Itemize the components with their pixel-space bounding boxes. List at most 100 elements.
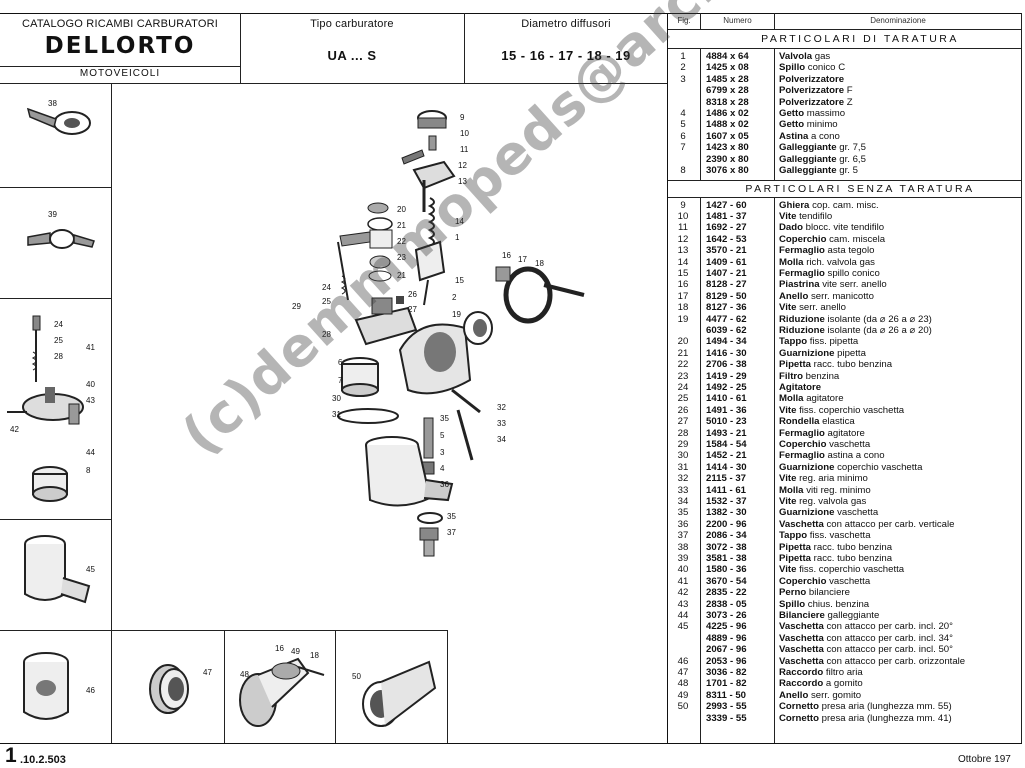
row-description: Coperchio cam. miscela: [779, 233, 886, 245]
row-description: Pipetta racc. tubo benzina: [779, 359, 893, 371]
row-fig: 22: [677, 359, 689, 371]
row-description: Anello serr. gomito: [779, 689, 862, 701]
row-number: 1409 - 61: [706, 256, 747, 268]
callout-47: 47: [203, 668, 212, 677]
row-description: Coperchio vaschetta: [779, 438, 871, 450]
row-fig: 21: [677, 347, 689, 359]
row-fig: 1: [680, 51, 686, 62]
callout-36: 36: [440, 480, 449, 489]
row-number: 1410 - 61: [706, 393, 747, 405]
callout-31: 31: [332, 410, 341, 419]
row-number: 1607 x 05: [706, 130, 749, 142]
callout-37: 37: [447, 528, 456, 537]
row-number: 1493 - 21: [706, 427, 747, 439]
row-description: Tappo fiss. vaschetta: [779, 530, 871, 542]
callout-17: 17: [518, 255, 527, 264]
callout-21: 21: [397, 221, 406, 230]
row-description: Piastrina vite serr. anello: [779, 279, 887, 291]
row-number: 8127 - 36: [706, 302, 747, 314]
row-fig: 15: [677, 267, 689, 279]
row-fig: 49: [677, 689, 689, 701]
row-description: Riduzione isolante (da ⌀ 26 a ⌀ 23): [779, 313, 932, 325]
row-fig: 41: [677, 575, 689, 587]
row-number: 1416 - 30: [706, 347, 747, 359]
row-number: 3076 x 80: [706, 165, 749, 176]
callout-26: 26: [408, 290, 417, 299]
row-fig: 26: [677, 404, 689, 416]
row-fig: 28: [677, 427, 689, 439]
row-number: 1382 - 30: [706, 507, 747, 519]
row-description: Vite fiss. coperchio vaschetta: [779, 404, 905, 416]
row-description: Getto minimo: [779, 119, 838, 131]
row-description: Coperchio vaschetta: [779, 575, 871, 587]
air-intake-horn-50-drawing: [362, 660, 437, 727]
row-description: Bilanciere galleggiante: [779, 609, 880, 621]
callout-4: 4: [440, 464, 445, 473]
row-number: 1692 - 27: [706, 222, 747, 234]
table-row: 5 1488 x 02 Getto minimo: [669, 119, 1021, 130]
row-number: 4889 - 96: [706, 632, 747, 644]
row-description: Filtro benzina: [779, 370, 840, 382]
row-number: 6799 x 28: [706, 85, 749, 97]
row-fig: 30: [677, 450, 689, 462]
callout-38: 38: [48, 99, 57, 108]
callout-40: 40: [86, 380, 95, 389]
row-description: Vite fiss. coperchio vaschetta: [779, 564, 905, 576]
row-number: 1425 x 08: [706, 62, 749, 74]
date-label: Ottobre 197: [958, 754, 1011, 765]
row-number: 1411 - 61: [706, 484, 747, 496]
row-number: 3072 - 38: [706, 541, 747, 553]
row-number: 2390 x 80: [706, 153, 749, 165]
row-fig: 5: [680, 119, 686, 131]
table-row: 6799 x 28 Polverizzatore F: [669, 85, 1021, 96]
callout-43: 43: [86, 396, 95, 405]
callout-25: 25: [54, 336, 63, 345]
row-fig: 11: [678, 222, 688, 234]
callout-28-main: 28: [322, 330, 331, 339]
callout-21b: 21: [397, 271, 406, 280]
row-number: 6039 - 62: [706, 324, 747, 336]
row-description: Pipetta racc. tubo benzina: [779, 552, 893, 564]
row-fig: 7: [680, 142, 686, 154]
row-number: 1419 - 29: [706, 370, 747, 382]
row-description: Spillo conico C: [779, 62, 846, 74]
row-fig: 19: [677, 313, 689, 325]
callout-29: 29: [292, 302, 301, 311]
callout-25-main: 25: [322, 297, 331, 306]
callout-3: 3: [440, 448, 445, 457]
row-number: 3073 - 26: [706, 609, 747, 621]
row-number: 1488 x 02: [706, 119, 749, 131]
row-description: Vaschetta con attacco per carb. orizzont…: [779, 655, 966, 667]
row-number: 1532 - 37: [706, 495, 747, 507]
col-fig-header: Fig.: [677, 16, 691, 25]
callout-6: 6: [338, 358, 343, 367]
row-description: Tappo fiss. pipetta: [779, 336, 859, 348]
callout-16: 16: [502, 251, 511, 260]
row-fig: 38: [677, 541, 689, 553]
row-number: 8129 - 50: [706, 290, 747, 302]
row-description: Guarnizione vaschetta: [779, 507, 879, 519]
row-fig: 46: [677, 655, 689, 667]
row-description: Polverizzatore F: [779, 85, 853, 97]
